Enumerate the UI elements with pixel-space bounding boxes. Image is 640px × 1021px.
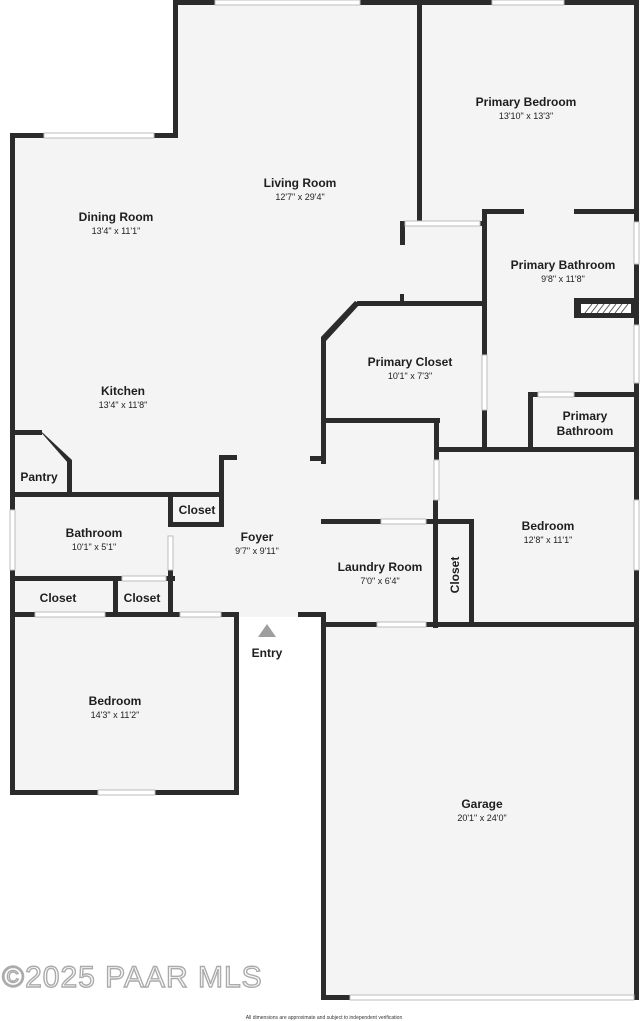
primary-bathroom-dim: 9'8" x 11'8": [541, 274, 585, 284]
entry-label: Entry: [252, 646, 283, 660]
kitchen-label: Kitchen: [101, 384, 145, 398]
bedroom-2-dim: 12'8" x 11'1": [524, 535, 573, 545]
primary-toilet-label-line2: Bathroom: [557, 424, 614, 438]
watermark: ©2025 PAAR MLS: [2, 961, 263, 994]
laundry-room-label: Laundry Room: [338, 560, 423, 574]
walls: [10, 0, 639, 1000]
bedroom-2-label: Bedroom: [522, 519, 575, 533]
bathroom-label: Bathroom: [66, 526, 123, 540]
kitchen-dim: 13'4" x 11'8": [99, 400, 148, 410]
primary-closet-label: Primary Closet: [368, 355, 453, 369]
primary-bathroom-label: Primary Bathroom: [511, 258, 616, 272]
bedroom-3-label: Bedroom: [89, 694, 142, 708]
bathroom-dim: 10'1" x 5'1": [72, 542, 116, 552]
primary-toilet-label-line1: Primary: [563, 409, 608, 423]
dining-room-label: Dining Room: [79, 210, 154, 224]
living-room-dim: 12'7" x 29'4": [275, 192, 324, 202]
entry-arrow-icon: [258, 624, 276, 637]
foyer-dim: 9'7" x 9'11": [235, 546, 279, 556]
windows: [9, 0, 640, 1001]
pantry-label: Pantry: [20, 470, 58, 484]
disclaimer: All dimensions are approximate and subje…: [246, 1015, 403, 1021]
room-labels: Primary Bedroom 13'10" x 13'3" Living Ro…: [20, 95, 615, 823]
laundry-room-dim: 7'0" x 6'4": [360, 576, 399, 586]
bedroom-3-dim: 14'3" x 11'2": [91, 710, 140, 720]
closet-small-label: Closet: [179, 503, 216, 517]
foyer-label: Foyer: [241, 530, 274, 544]
primary-bedroom-dim: 13'10" x 13'3": [499, 111, 553, 121]
closet-mid-label: Closet: [124, 591, 161, 605]
primary-bedroom-label: Primary Bedroom: [476, 95, 577, 109]
garage-dim: 20'1" x 24'0": [457, 813, 506, 823]
primary-closet-dim: 10'1" x 7'3": [388, 371, 432, 381]
dining-room-dim: 13'4" x 11'1": [92, 226, 141, 236]
closet-laundry-label: Closet: [448, 557, 462, 594]
closet-left-label: Closet: [40, 591, 77, 605]
living-room-label: Living Room: [264, 176, 337, 190]
vanity-counter: [581, 303, 631, 314]
garage-label: Garage: [461, 797, 503, 811]
